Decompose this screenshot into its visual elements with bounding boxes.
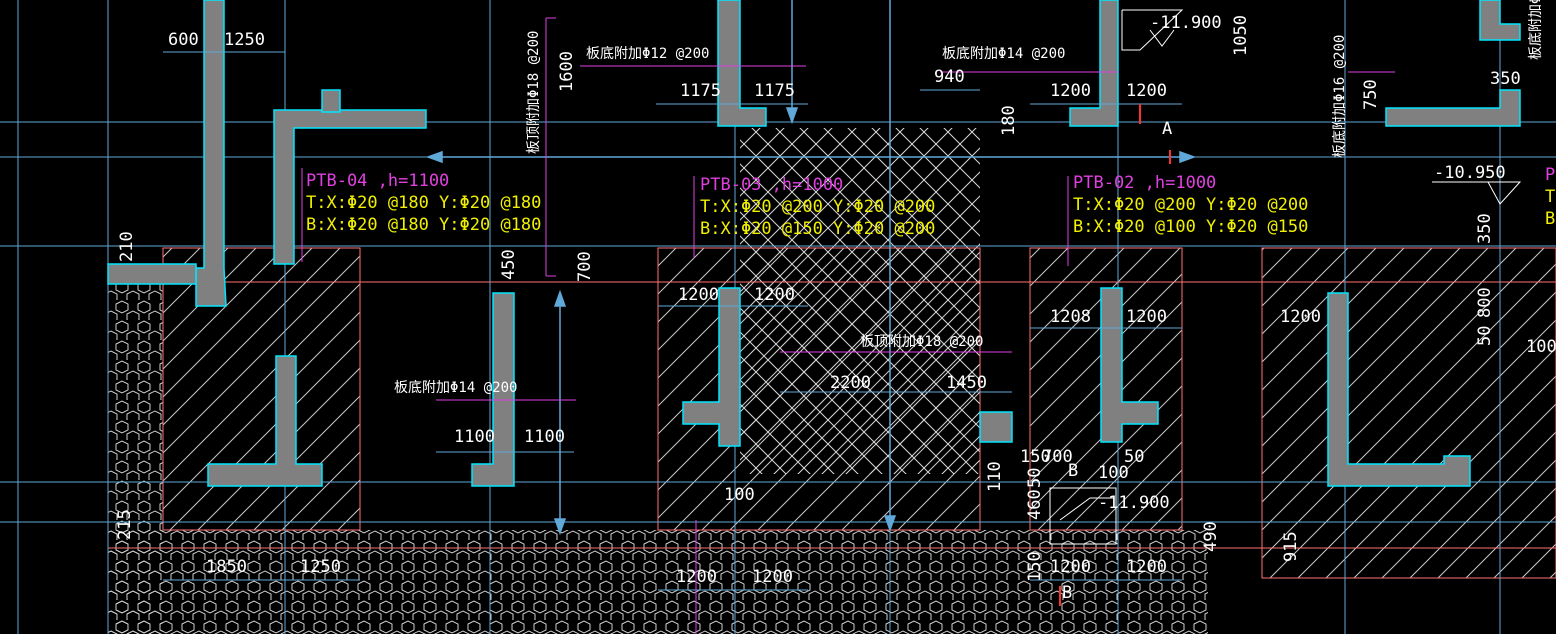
- boundary-lines: [108, 247, 1556, 579]
- wall-10: [1100, 287, 1159, 443]
- dimension-label: 100: [724, 485, 755, 505]
- dimension-label: 150: [1020, 447, 1051, 467]
- dimension-label: 110: [985, 461, 1005, 492]
- dimension-label: 1050: [1231, 15, 1251, 56]
- dimension-label: 1200: [1050, 557, 1091, 577]
- dimension-label: 1200: [1126, 557, 1167, 577]
- dimension-label: 215: [115, 509, 135, 540]
- leader-lines: [301, 17, 1395, 634]
- dimension-label: 50: [1475, 326, 1495, 346]
- wall-5: [471, 292, 515, 487]
- slab-top-rebar: T:X:Φ20 @200 Y:Φ20 @200: [1073, 195, 1308, 215]
- dimension-label: 1200: [678, 285, 719, 305]
- wall-8: [979, 411, 1013, 443]
- section-mark: A: [1162, 119, 1172, 139]
- section-mark: B: [1068, 461, 1078, 481]
- slab-label: PTB-03 ,h=1000: [700, 175, 843, 195]
- dimension-label: 1200: [754, 285, 795, 305]
- dimension-label: 1450: [946, 373, 987, 393]
- walls: [107, 0, 1521, 487]
- wall-12: [1385, 89, 1521, 127]
- slab-top-rebar: T:X:Φ20 @180 Y:Φ20 @180: [306, 193, 541, 213]
- wall-3: [273, 109, 427, 265]
- dimension-label: 1200: [752, 567, 793, 587]
- dimension-lines: [163, 51, 1182, 591]
- dimension-label: 750: [1361, 79, 1381, 110]
- soil-hatch: [108, 282, 1208, 634]
- slab-top-rebar: T:X:Φ20 @200 Y:Φ20 @200: [700, 197, 935, 217]
- dimension-label: 1100: [454, 427, 495, 447]
- dimension-label: 100: [1526, 337, 1556, 357]
- dimension-label: 1850: [206, 557, 247, 577]
- dimension-label: 490: [1201, 521, 1221, 552]
- dimension-label: 210: [117, 231, 137, 262]
- dimension-label: 1175: [680, 81, 721, 101]
- dimension-label: 915: [1281, 531, 1301, 562]
- rebar-note: 板底附加Φ12 @200: [586, 46, 709, 62]
- dimension-label: 700: [1042, 447, 1073, 467]
- dimension-label: 1200: [1280, 307, 1321, 327]
- dimension-label: 350: [1475, 213, 1495, 244]
- dimension-label: 460: [1025, 489, 1045, 520]
- arrows: [425, 0, 1197, 536]
- rebar-note: 板底附加Φ14 @200: [394, 380, 517, 396]
- dimension-label: 940: [934, 67, 965, 87]
- wall-4: [207, 355, 323, 487]
- dimension-label: 150: [1025, 551, 1045, 582]
- dimension-label: 600: [168, 30, 199, 50]
- dimension-label: 180: [999, 105, 1019, 136]
- dimension-label: 1250: [300, 557, 341, 577]
- elevation-label: -10.950: [1434, 163, 1506, 183]
- dimension-label: 1200: [676, 567, 717, 587]
- dimension-label: 100: [1098, 463, 1129, 483]
- rebar-note: 板顶附加Φ18 @200: [860, 334, 983, 350]
- slab-label: PTB-02 ,h=1000: [1073, 173, 1216, 193]
- dimension-label: 1175: [754, 81, 795, 101]
- dimension-label: 50: [1124, 447, 1144, 467]
- dimension-label: 1200: [1050, 81, 1091, 101]
- wall-13: [1479, 0, 1521, 41]
- wall-7: [717, 0, 767, 127]
- dimension-label: 50: [1025, 468, 1045, 488]
- wall-6: [682, 287, 741, 447]
- rebar-note: 板底附加Φ14 @200: [942, 46, 1065, 62]
- rebar-note: 板底附加Φ: [1528, 0, 1544, 60]
- wall-1: [195, 0, 227, 307]
- elevation-label: -11.900: [1098, 493, 1170, 513]
- wall-9: [1069, 0, 1119, 127]
- dimension-label: 800: [1475, 287, 1495, 318]
- slab-label: P: [1545, 165, 1555, 185]
- dimension-label: 450: [499, 249, 519, 280]
- dimension-label: 1200: [1126, 307, 1167, 327]
- wall-11: [1327, 292, 1471, 487]
- dimension-label: 350: [1490, 69, 1521, 89]
- wall-3b: [321, 89, 341, 113]
- dimension-label: 1250: [224, 30, 265, 50]
- elevation-label: -11.900: [1150, 13, 1222, 33]
- rebar-note: 板底附加Φ16 @200: [1332, 35, 1348, 158]
- slab-top-rebar: T: [1545, 187, 1555, 207]
- dimension-label: 1208: [1050, 307, 1091, 327]
- section-ticks: [1059, 104, 1171, 606]
- dimension-label: 1100: [524, 427, 565, 447]
- slab-bottom-rebar: B:X:Φ20 @150 Y:Φ20 @200: [700, 219, 935, 239]
- slab-label: PTB-04 ,h=1100: [306, 171, 449, 191]
- slab-bottom-rebar: B:X:Φ20 @180 Y:Φ20 @180: [306, 215, 541, 235]
- section-mark: B: [1062, 583, 1072, 603]
- slab-bottom-rebar: B: [1545, 209, 1555, 229]
- rebar-note: 板顶附加Φ18 @200: [526, 31, 542, 154]
- elevation-symbols: [1049, 9, 1522, 545]
- wall-2: [107, 263, 197, 285]
- slab-bottom-rebar: B:X:Φ20 @100 Y:Φ20 @150: [1073, 217, 1308, 237]
- dimension-label: 2200: [830, 373, 871, 393]
- dimension-label: 700: [575, 251, 595, 282]
- dimension-label: 1600: [557, 51, 577, 92]
- dimension-label: 1200: [1126, 81, 1167, 101]
